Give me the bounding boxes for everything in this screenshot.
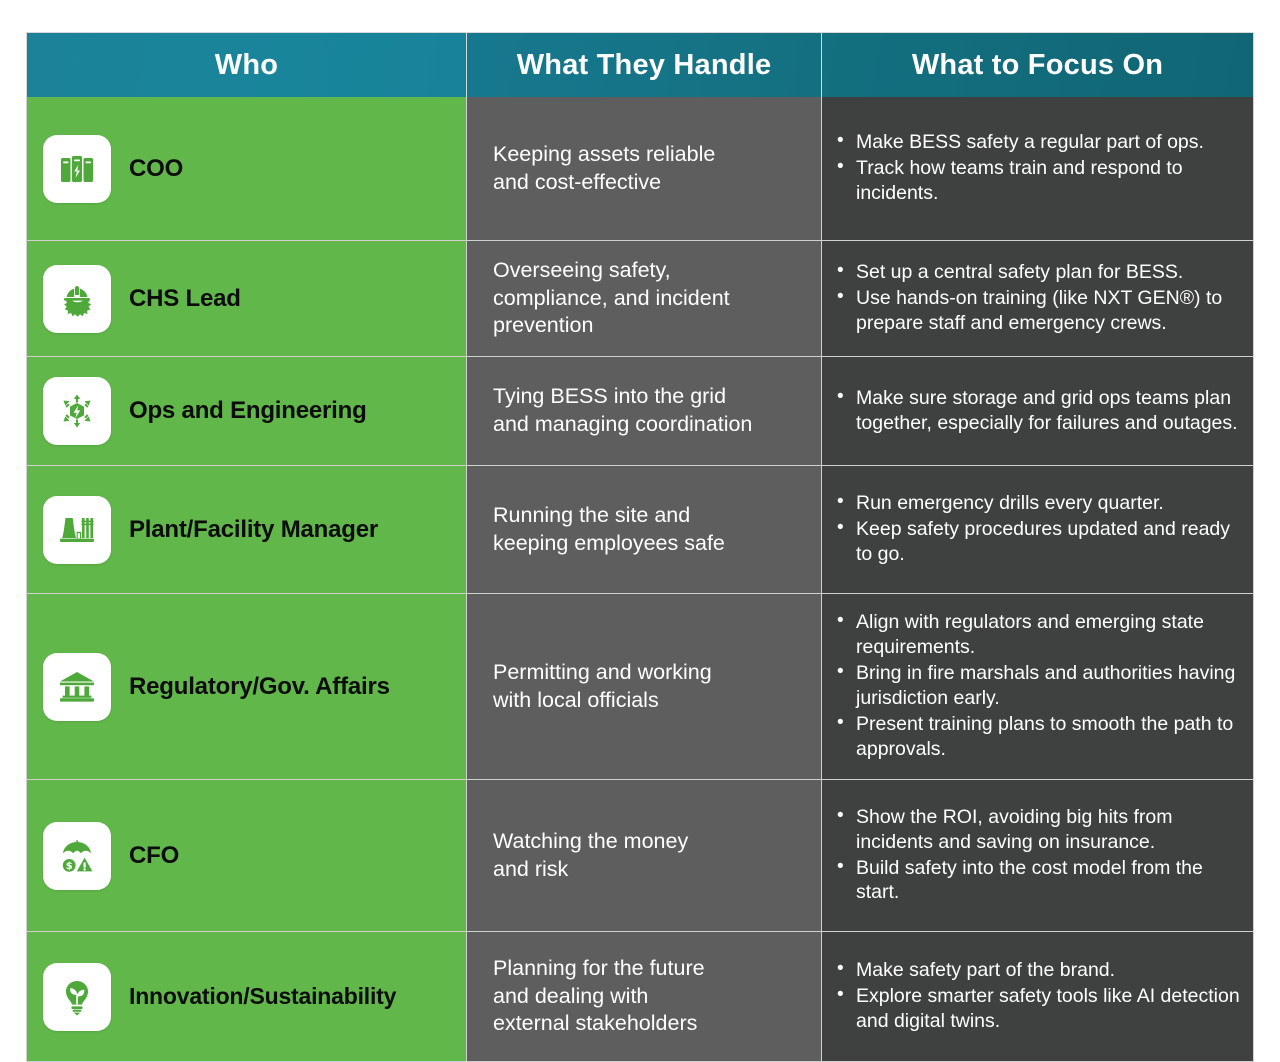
umbrella-money-risk-icon: $ (43, 821, 111, 890)
focus-bullet: Explore smarter safety tools like AI det… (832, 983, 1245, 1034)
who-cell: CHS Lead (26, 241, 466, 357)
focus-bullet: Set up a central safety plan for BESS. (832, 259, 1245, 285)
focus-bullet: Make BESS safety a regular part of ops. (832, 129, 1245, 155)
who-cell: Plant/Facility Manager (26, 466, 466, 594)
focus-cell: Make safety part of the brand.Explore sm… (821, 932, 1254, 1062)
focus-list: Run emergency drills every quarter.Keep … (832, 490, 1245, 567)
focus-bullet: Keep safety procedures updated and ready… (832, 516, 1245, 567)
who-cell: Ops and Engineering (26, 357, 466, 466)
focus-cell: Align with regulators and emerging state… (821, 594, 1254, 780)
focus-bullet: Show the ROI, avoiding big hits from inc… (832, 804, 1245, 855)
battery-containers-icon (43, 134, 111, 203)
stakeholder-matrix: Who What They Handle What to Focus On (26, 32, 1254, 1062)
who-cell: Regulatory/Gov. Affairs (26, 594, 466, 780)
lightbulb-leaf-icon (43, 962, 111, 1031)
focus-cell: Make BESS safety a regular part of ops.T… (821, 97, 1254, 241)
table-row: Plant/Facility Manager Running the site … (26, 466, 1254, 594)
table-row: CHS Lead Overseeing safety,compliance, a… (26, 241, 1254, 357)
focus-bullet: Track how teams train and respond to inc… (832, 155, 1245, 206)
who-label: CHS Lead (129, 284, 241, 312)
who-label: Regulatory/Gov. Affairs (129, 672, 390, 700)
svg-text:$: $ (66, 861, 73, 872)
focus-bullet: Align with regulators and emerging state… (832, 609, 1245, 660)
focus-bullet: Use hands-on training (like NXT GEN®) to… (832, 285, 1245, 336)
focus-cell: Show the ROI, avoiding big hits from inc… (821, 780, 1254, 932)
focus-cell: Set up a central safety plan for BESS.Us… (821, 241, 1254, 357)
handle-text: Overseeing safety,compliance, and incide… (493, 257, 730, 338)
focus-bullet: Make sure storage and grid ops teams pla… (832, 385, 1245, 436)
focus-list: Show the ROI, avoiding big hits from inc… (832, 804, 1245, 906)
power-plant-icon (43, 495, 111, 564)
who-cell: COO (26, 97, 466, 241)
focus-bullet: Run emergency drills every quarter. (832, 490, 1245, 516)
focus-list: Make BESS safety a regular part of ops.T… (832, 129, 1245, 206)
who-label: Plant/Facility Manager (129, 515, 379, 543)
table-row: Ops and Engineering Tying BESS into the … (26, 357, 1254, 466)
focus-cell: Make sure storage and grid ops teams pla… (821, 357, 1254, 466)
focus-list: Set up a central safety plan for BESS.Us… (832, 259, 1245, 336)
table-header: Who What They Handle What to Focus On (26, 32, 1254, 97)
focus-list: Make sure storage and grid ops teams pla… (832, 385, 1245, 436)
header-cell-focus: What to Focus On (821, 32, 1254, 97)
hard-hat-gear-icon (43, 264, 111, 333)
header-cell-who: Who (26, 32, 466, 97)
table-row: Regulatory/Gov. Affairs Permitting and w… (26, 594, 1254, 780)
energy-cube-arrows-icon (43, 377, 111, 445)
header-row: Who What They Handle What to Focus On (26, 32, 1254, 97)
government-building-icon (43, 652, 111, 721)
handle-cell: Overseeing safety,compliance, and incide… (466, 241, 821, 357)
focus-list: Make safety part of the brand.Explore sm… (832, 957, 1245, 1034)
who-cell: Innovation/Sustainability (26, 932, 466, 1062)
focus-cell: Run emergency drills every quarter.Keep … (821, 466, 1254, 594)
who-cell: $ CFO (26, 780, 466, 932)
focus-bullet: Build safety into the cost model from th… (832, 855, 1245, 906)
header-cell-handle: What They Handle (466, 32, 821, 97)
focus-bullet: Make safety part of the brand. (832, 957, 1245, 983)
who-label: COO (129, 154, 184, 182)
matrix-table: Who What They Handle What to Focus On (26, 32, 1254, 1062)
who-label: CFO (129, 841, 180, 869)
focus-bullet: Bring in fire marshals and authorities h… (832, 660, 1245, 711)
who-label: Ops and Engineering (129, 397, 367, 424)
who-label: Innovation/Sustainability (129, 983, 397, 1009)
table-row: Innovation/Sustainability Planning for t… (26, 932, 1254, 1062)
focus-list: Align with regulators and emerging state… (832, 609, 1245, 762)
focus-bullet: Present training plans to smooth the pat… (832, 711, 1245, 762)
